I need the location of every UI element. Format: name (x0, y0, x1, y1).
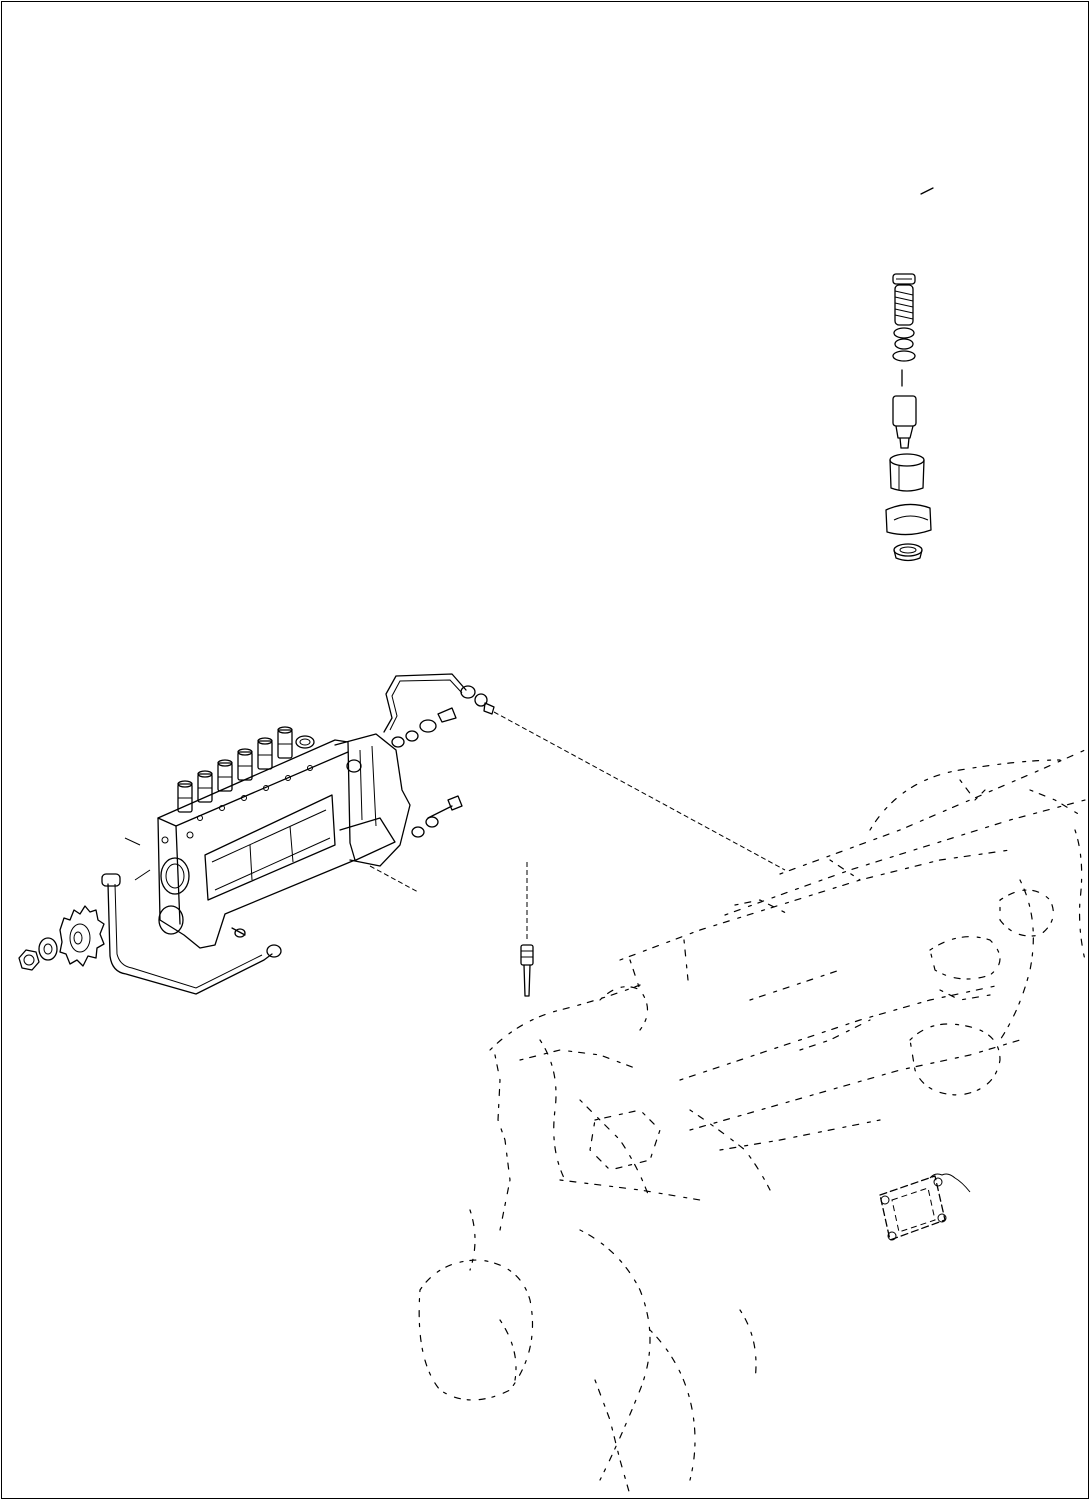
gear-washer (38, 937, 58, 961)
callout-leader-feedpipe (493, 711, 786, 871)
engine-block-phantom (418, 749, 1086, 1496)
governor-bolts (231, 795, 463, 938)
delivery-valve-body (892, 395, 917, 449)
valve-holder-nut (889, 453, 925, 492)
feed-pipe (383, 673, 495, 748)
callout-leader-governor (369, 865, 419, 893)
valve-spring (894, 284, 914, 326)
flange-gasket (879, 1173, 971, 1241)
pump-top-screws (197, 765, 313, 821)
pump-front-bore (160, 857, 190, 895)
seal-ring (893, 543, 923, 562)
injection-pump-assembly (124, 726, 419, 949)
return-pipe (101, 873, 282, 995)
callout-leader-pump (124, 837, 141, 846)
retaining-nut (885, 503, 932, 536)
pump-front-corner (175, 825, 181, 925)
delivery-valve-stack (885, 187, 934, 562)
glow-plug (520, 944, 534, 997)
pump-side-cover (204, 794, 336, 901)
valve-gasket (892, 350, 916, 362)
gear-nut (18, 949, 40, 971)
governor-housing (334, 733, 411, 867)
pump-delivery-fittings (177, 726, 315, 813)
callout-leader-top (920, 187, 934, 195)
valve-washer (893, 327, 915, 339)
pump-housing (157, 739, 356, 949)
pump-top-edge (157, 751, 349, 827)
pump-drive-gear (59, 905, 105, 967)
valve-washer-2 (894, 338, 914, 350)
valve-holder-cap (892, 273, 916, 285)
